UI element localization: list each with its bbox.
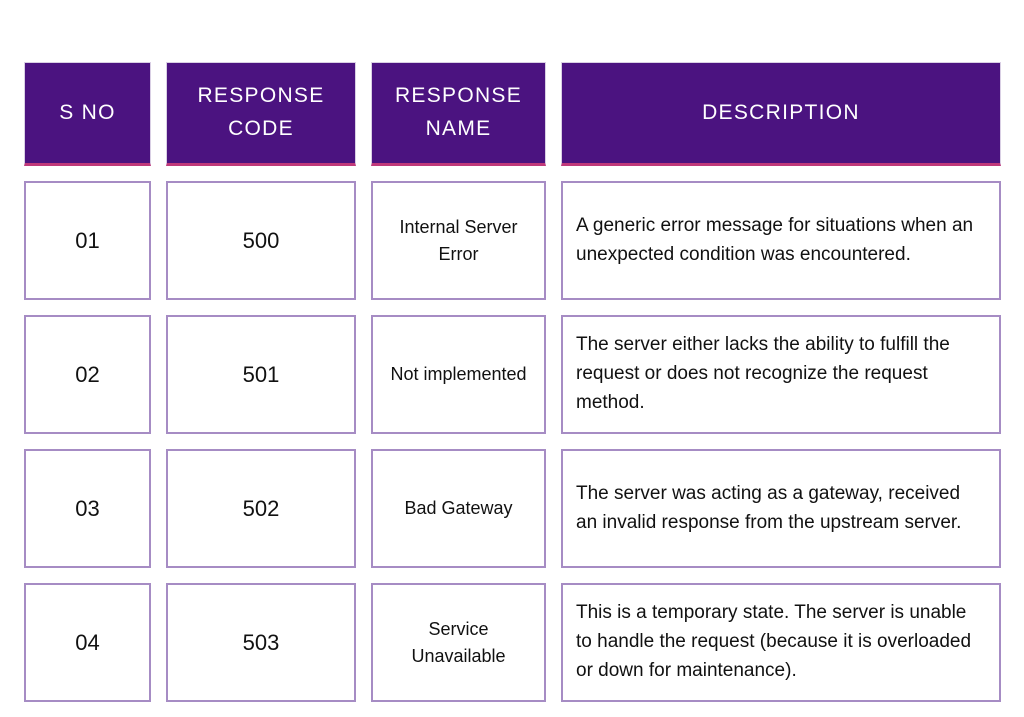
column-header-response-name: RESPONSE NAME [371, 62, 546, 166]
column-header-description: DESCRIPTION [561, 62, 1001, 166]
cell-response-code: 501 [166, 315, 356, 434]
table-row: 03 502 Bad Gateway The server was acting… [24, 449, 1001, 568]
cell-description: This is a temporary state. The server is… [561, 583, 1001, 702]
cell-response-code: 502 [166, 449, 356, 568]
column-header-response-code: RESPONSE CODE [166, 62, 356, 166]
cell-response-code: 500 [166, 181, 356, 300]
cell-response-name: Internal Server Error [371, 181, 546, 300]
table-row: 01 500 Internal Server Error A generic e… [24, 181, 1001, 300]
table-header-row: S NO RESPONSE CODE RESPONSE NAME DESCRIP… [24, 62, 1001, 166]
cell-response-code: 503 [166, 583, 356, 702]
cell-description: A generic error message for situations w… [561, 181, 1001, 300]
cell-sno: 03 [24, 449, 151, 568]
cell-response-name: Service Unavailable [371, 583, 546, 702]
http-status-code-table: S NO RESPONSE CODE RESPONSE NAME DESCRIP… [24, 62, 1001, 717]
cell-description: The server either lacks the ability to f… [561, 315, 1001, 434]
cell-sno: 01 [24, 181, 151, 300]
column-header-sno: S NO [24, 62, 151, 166]
cell-description: The server was acting as a gateway, rece… [561, 449, 1001, 568]
cell-response-name: Bad Gateway [371, 449, 546, 568]
cell-sno: 02 [24, 315, 151, 434]
cell-sno: 04 [24, 583, 151, 702]
cell-response-name: Not implemented [371, 315, 546, 434]
table-row: 04 503 Service Unavailable This is a tem… [24, 583, 1001, 702]
table-row: 02 501 Not implemented The server either… [24, 315, 1001, 434]
